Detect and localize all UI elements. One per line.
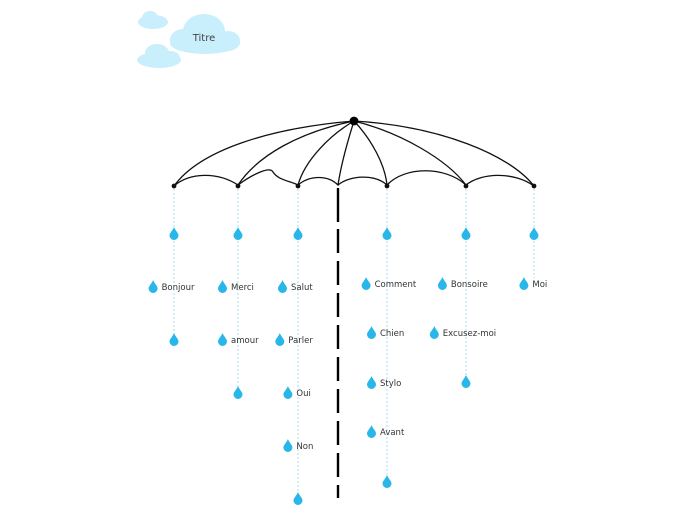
word-label: Moi [532,280,547,290]
drop-icon [294,492,303,505]
word-label: Parler [288,336,313,346]
word-node[interactable]: Merci [218,280,254,293]
rib-tip-4 [385,184,390,189]
rain-drop-node [462,375,471,388]
drop-icon [462,375,471,388]
canopy-scallop-2 [238,170,298,185]
word-node[interactable]: Salut [278,280,313,293]
canopy-scallop-3 [298,178,338,186]
canopy-rib-5 [354,121,387,185]
drop-icon [170,333,179,346]
drop-icon [294,227,303,240]
rib-tip-3 [296,184,301,189]
drop-icon [462,227,471,240]
word-node[interactable]: Comment [362,277,417,290]
word-node[interactable]: Oui [283,386,310,399]
drop-icon [275,333,284,346]
rain-drop-node [462,227,471,240]
rain-drop-node [170,333,179,346]
drop-icon [438,277,447,290]
word-node[interactable]: Parler [275,333,313,346]
drop-icon [234,227,243,240]
cloud-decoration-small [138,11,168,29]
drop-icon [218,280,227,293]
word-node[interactable]: Stylo [367,376,401,389]
rain-drop-node [234,227,243,240]
word-label: Stylo [380,379,401,389]
rain-strings [174,189,534,493]
canopy-rib-2 [238,121,354,185]
word-label: Bonsoire [451,280,488,290]
rain-drop-node [170,227,179,240]
rain-drop-node [234,386,243,399]
drop-icon [383,475,392,488]
word-node[interactable]: Bonjour [149,280,195,293]
drop-icon [234,386,243,399]
word-label: Salut [291,283,313,293]
rain-drop-node [294,492,303,505]
rib-tip-5 [464,184,469,189]
canopy-rib-3 [298,121,354,185]
word-label: Comment [375,280,417,290]
title-text: Titre [192,33,216,44]
word-node[interactable]: Avant [367,425,405,438]
drop-icon [530,227,539,240]
drop-icon [170,227,179,240]
drop-icon [218,333,227,346]
drop-icon [283,386,292,399]
drop-icon [367,326,376,339]
drop-icon [278,280,287,293]
word-label: amour [231,336,259,346]
drop-icon [149,280,158,293]
rain-drop-node [383,475,392,488]
canopy-scallop-4 [338,177,387,185]
word-node[interactable]: Chien [367,326,404,339]
word-label: Chien [380,329,404,339]
word-label: Oui [296,389,310,399]
rib-tip-2 [236,184,241,189]
word-node[interactable]: Excusez-moi [430,326,496,339]
rain-drop-node [530,227,539,240]
canopy-scallop-1 [174,175,238,186]
drop-icon [383,227,392,240]
canopy-rib-1 [174,121,354,186]
drop-icon [367,376,376,389]
word-label: Bonjour [162,283,195,293]
rain-drop-node [383,227,392,240]
drop-icon [519,277,528,290]
drop-icon [283,439,292,452]
word-label: Non [296,442,313,452]
canopy-scallop-6 [466,175,534,186]
drop-icon [430,326,439,339]
rib-tip-6 [532,184,537,189]
word-node[interactable]: Non [283,439,313,452]
umbrella-canopy [174,121,534,186]
word-node[interactable]: Bonsoire [438,277,488,290]
word-label: Merci [231,283,254,293]
rain-drop-node [294,227,303,240]
word-label: Avant [380,428,405,438]
rib-tip-1 [172,184,177,189]
word-label: Excusez-moi [443,329,496,339]
word-node[interactable]: amour [218,333,259,346]
rib-tips [172,184,537,189]
drop-icon [367,425,376,438]
title-cloud: Titre [170,14,240,54]
drop-icon [362,277,371,290]
word-node[interactable]: Moi [519,277,547,290]
umbrella-top-knob [350,117,359,126]
